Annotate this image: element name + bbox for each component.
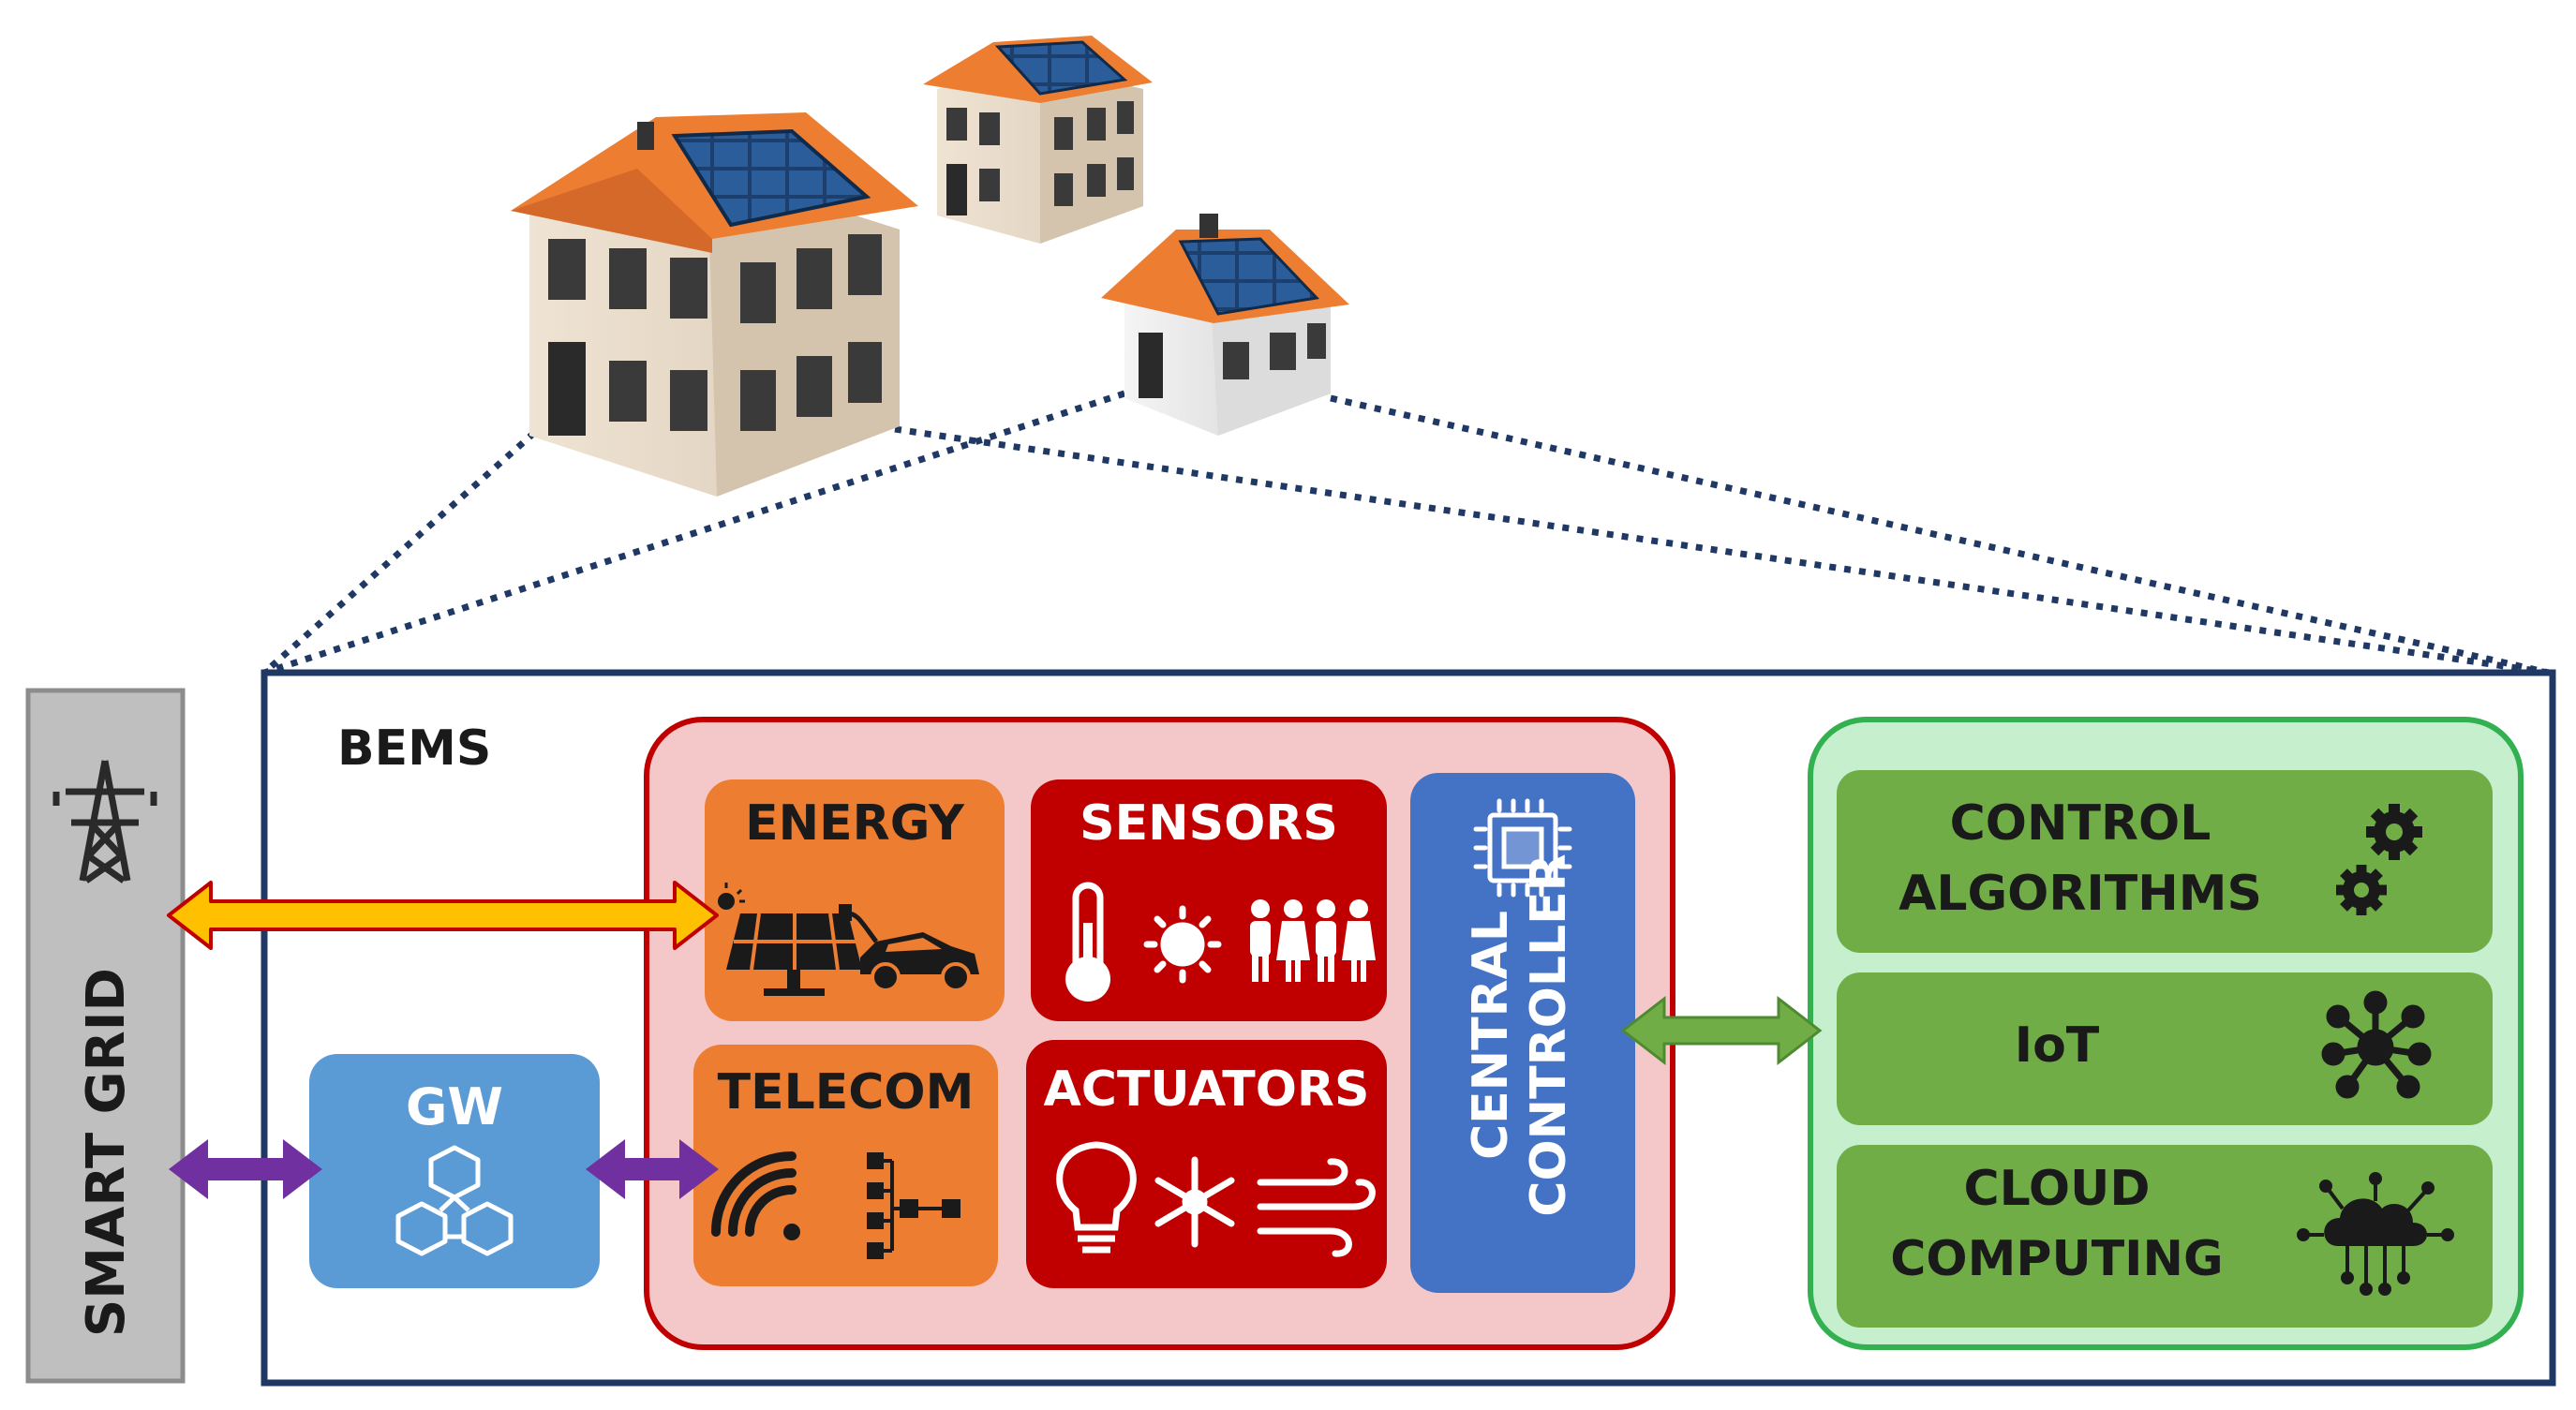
- service-block-control: [1837, 770, 2493, 953]
- electric-car-icon: [839, 904, 979, 992]
- wifi-icon: [711, 1151, 800, 1240]
- gateway-telecom-arrow: [586, 1139, 719, 1199]
- controller-label: CENTRAL CONTROLLER: [1462, 806, 1584, 1265]
- bems-title: BEMS: [337, 720, 492, 777]
- gateway-label: GW: [406, 1077, 503, 1136]
- house-icon: [1101, 214, 1349, 436]
- controller-label-line1: CENTRAL: [1463, 910, 1519, 1161]
- solar-panel-icon: [718, 883, 862, 996]
- network-hierarchy-icon: [867, 1152, 960, 1259]
- power-tower-icon: [52, 760, 157, 883]
- controller-services-arrow: [1620, 995, 1823, 1066]
- network-cubes-icon: [395, 1145, 514, 1256]
- people-icon: [1250, 899, 1376, 982]
- telecom-block: [693, 1045, 998, 1286]
- service-label-cloud: CLOUD COMPUTING: [1890, 1161, 2224, 1288]
- thermometer-icon: [1065, 882, 1110, 1002]
- energy-label: ENERGY: [745, 795, 964, 852]
- actuators-label: ACTUATORS: [1043, 1061, 1370, 1118]
- sensors-label: SENSORS: [1080, 795, 1338, 852]
- snowflake-icon: [1154, 1156, 1235, 1248]
- service-label-iot: IoT: [2014, 1017, 2100, 1074]
- chip-icon: [1473, 798, 1572, 898]
- house-icon: [511, 112, 918, 497]
- light-bulb-icon: [1056, 1141, 1137, 1254]
- controller-label-line2: CONTROLLER: [1521, 853, 1578, 1217]
- house-icon: [923, 36, 1153, 244]
- cloud-circuit-icon: [2297, 1172, 2454, 1296]
- perspective-lines: [261, 390, 2550, 676]
- grid-gateway-arrow: [169, 1139, 322, 1199]
- wind-icon: [1257, 1158, 1376, 1257]
- bems-frame: [261, 669, 2556, 1387]
- telecom-label: TELECOM: [717, 1064, 975, 1121]
- smart-grid-label: SMART GRID: [76, 967, 137, 1338]
- energy-arrow: [167, 881, 719, 950]
- network-hub-icon: [2321, 990, 2432, 1099]
- sun-icon: [1143, 905, 1222, 984]
- gears-icon: [2336, 804, 2422, 915]
- service-label-control: CONTROL ALGORITHMS: [1898, 795, 2262, 923]
- controller-block: [1410, 773, 1635, 1293]
- gateway-block: [309, 1054, 600, 1288]
